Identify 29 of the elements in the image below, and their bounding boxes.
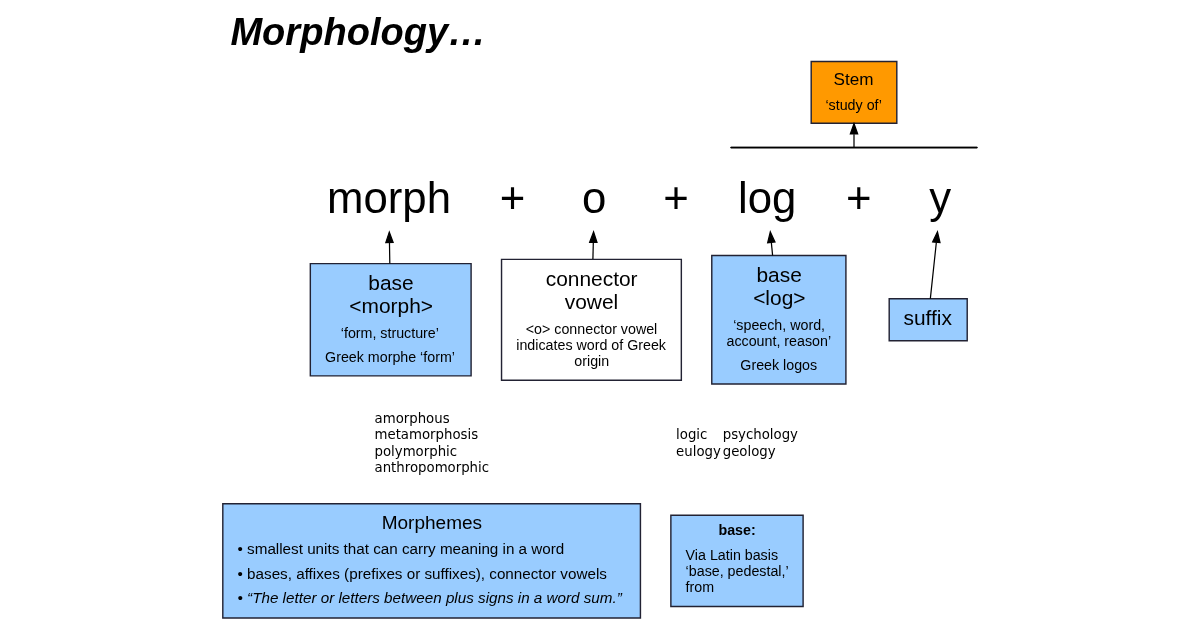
node-text: log [737, 173, 797, 223]
diagram-title: Morphology… [230, 11, 487, 54]
label: + [845, 172, 872, 222]
node-label: polymorphic [374, 443, 458, 459]
arrow [384, 230, 394, 265]
node-box: Stem ‘study of’ [810, 60, 898, 125]
node-label: eulogy [676, 443, 721, 459]
node-label: psychology [722, 427, 798, 443]
node-box: base <log> ‘speech, word, account, reason’ Greek logos [711, 254, 847, 385]
node-box: base: Via Latin basis ‘base, pedestal,’ from [670, 514, 804, 608]
node-text: morph [326, 173, 451, 223]
node-bar [730, 146, 978, 149]
node-text: y [929, 173, 952, 223]
node-box: base <morph> ‘form, structure’ Greek morphe ‘form’ [309, 262, 472, 377]
node-label: logic [676, 427, 708, 443]
node-text: o [581, 173, 607, 223]
arrow [766, 230, 776, 256]
arrow [849, 121, 859, 148]
node-label: geology [722, 443, 776, 459]
label: + [663, 172, 689, 222]
arrow [929, 230, 941, 300]
node-label: metamorphosis [374, 427, 479, 443]
arrow [588, 230, 598, 260]
node-box: connector vowel <o> connector vowel indicates word of Greek origin [500, 258, 683, 381]
label: + [499, 172, 526, 222]
node-box: suffix [888, 298, 968, 342]
node-label: anthropomorphic [374, 459, 490, 475]
node-box: Morphemes • smallest units that can carry meaning in a word • bases, affixes (prefixes or suffixes), connector vowels • “The letter or letters between plus signs in a word sum.” [222, 503, 642, 619]
node-label: amorphous [374, 411, 450, 427]
